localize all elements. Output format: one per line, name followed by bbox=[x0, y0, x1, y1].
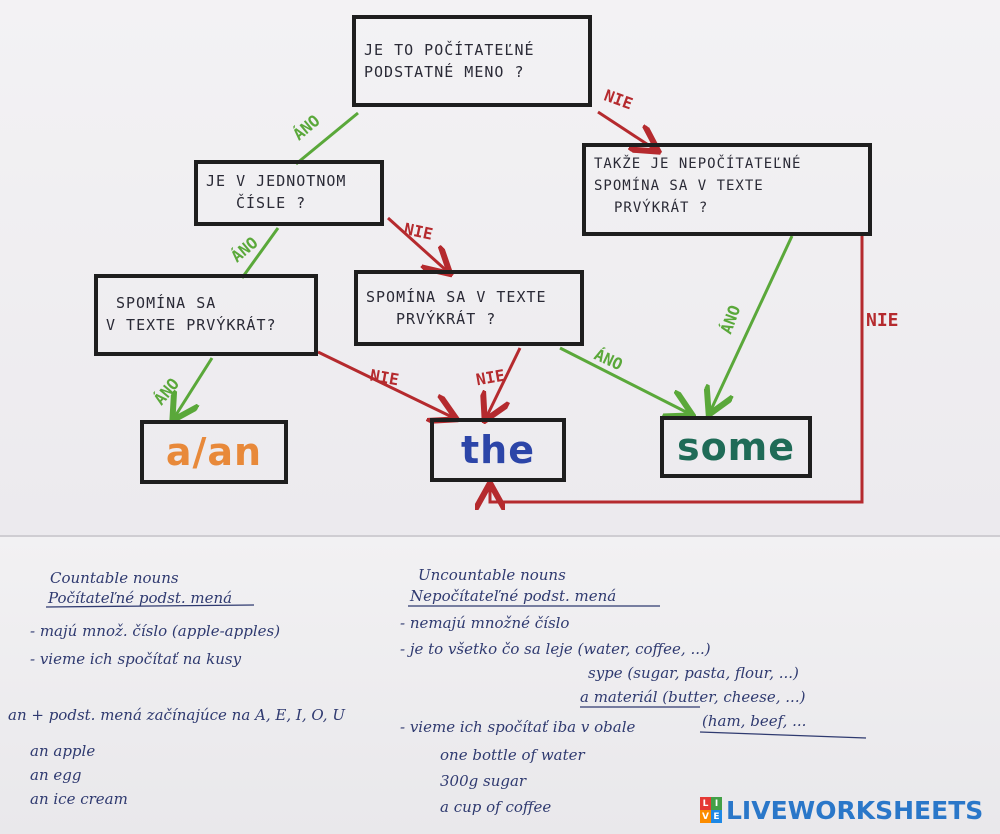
uncountable-example: 300g sugar bbox=[440, 772, 527, 790]
node-line: Je to počítateľné bbox=[364, 41, 535, 59]
countable-subtitle: Počítateľné podst. mená bbox=[48, 589, 233, 607]
an-rule: an + podst. mená začínajúce na A, E, I, … bbox=[8, 706, 345, 724]
arrow-q4-the-no bbox=[317, 350, 454, 418]
uncountable-subtitle: Nepočítateľné podst. mená bbox=[410, 587, 617, 605]
worksheet-bottom-sheet bbox=[0, 535, 1000, 834]
uncountable-item: - vieme ich spočítať iba v obale bbox=[400, 718, 636, 736]
question-node-singular-first-mention: Spomína sa v texte prvýkrát? bbox=[94, 274, 318, 356]
uncountable-item: - je to všetko čo sa leje (water, coffee… bbox=[400, 640, 711, 658]
uncountable-example: a cup of coffee bbox=[440, 798, 552, 816]
question-node-countable: Je to počítateľné podstatné meno ? bbox=[352, 15, 592, 107]
node-line: Je v jednotnom bbox=[206, 172, 347, 190]
countable-example: an ice cream bbox=[30, 790, 128, 808]
uncountable-title: Uncountable nouns bbox=[418, 566, 566, 584]
badge-letter: E bbox=[711, 810, 722, 823]
arrow-q2-q4-yes bbox=[240, 227, 280, 279]
badge-letter: I bbox=[711, 797, 722, 810]
arrow-q1-q2-yes bbox=[295, 111, 359, 166]
countable-example: an apple bbox=[30, 742, 96, 760]
badge-letter: L bbox=[700, 797, 711, 810]
countable-title: Countable nouns bbox=[50, 569, 179, 587]
uncountable-item: - nemajú množné číslo bbox=[400, 614, 570, 632]
countable-item: - vieme ich spočítať na kusy bbox=[30, 650, 242, 668]
uncountable-example: one bottle of water bbox=[440, 746, 585, 764]
arrow-q5-some-yes bbox=[559, 346, 690, 414]
result-a-an: a/an bbox=[140, 420, 288, 484]
badge-letter: V bbox=[700, 810, 711, 823]
result-some: some bbox=[660, 416, 812, 478]
node-line: Takže je nepočítateľné bbox=[594, 156, 802, 172]
node-line: prvýkrát ? bbox=[396, 310, 497, 328]
uncountable-item: (ham, beef, ... bbox=[702, 712, 807, 730]
question-node-uncountable-first-mention: Takže je nepočítateľné spomína sa v text… bbox=[582, 143, 872, 236]
result-the: the bbox=[430, 418, 566, 482]
arrow-q5-the-no bbox=[486, 347, 522, 418]
node-line: spomína sa v texte bbox=[594, 178, 764, 194]
liveworksheets-logo: L I V E LIVEWORKSHEETS bbox=[700, 794, 983, 826]
uncountable-item: a materiál (butter, cheese, ...) bbox=[580, 688, 806, 706]
node-line: Spomína sa bbox=[116, 294, 217, 312]
arrow-q4-aan-yes bbox=[174, 357, 214, 418]
question-node-plural-first-mention: Spomína sa v texte prvýkrát ? bbox=[354, 270, 584, 346]
edge-label-no: NIE bbox=[866, 310, 899, 331]
liveworksheets-badge-icon: L I V E bbox=[700, 797, 722, 823]
arrow-q2-q5-no bbox=[386, 216, 448, 272]
node-line: podstatné meno ? bbox=[364, 63, 525, 81]
arrow-q3-the-no bbox=[490, 232, 864, 502]
question-node-singular: Je v jednotnom čísle ? bbox=[194, 160, 384, 226]
worksheet-top-sheet bbox=[0, 0, 1000, 535]
arrow-q3-some-yes bbox=[710, 235, 794, 412]
countable-example: an egg bbox=[30, 766, 82, 784]
node-line: v texte prvýkrát? bbox=[106, 316, 277, 334]
node-line: prvýkrát ? bbox=[614, 200, 709, 216]
node-line: čísle ? bbox=[236, 194, 307, 212]
uncountable-item: sype (sugar, pasta, flour, ...) bbox=[588, 664, 799, 682]
countable-item: - majú množ. číslo (apple-apples) bbox=[30, 622, 281, 640]
liveworksheets-wordmark: LIVEWORKSHEETS bbox=[726, 795, 984, 825]
node-line: Spomína sa v texte bbox=[366, 288, 547, 306]
